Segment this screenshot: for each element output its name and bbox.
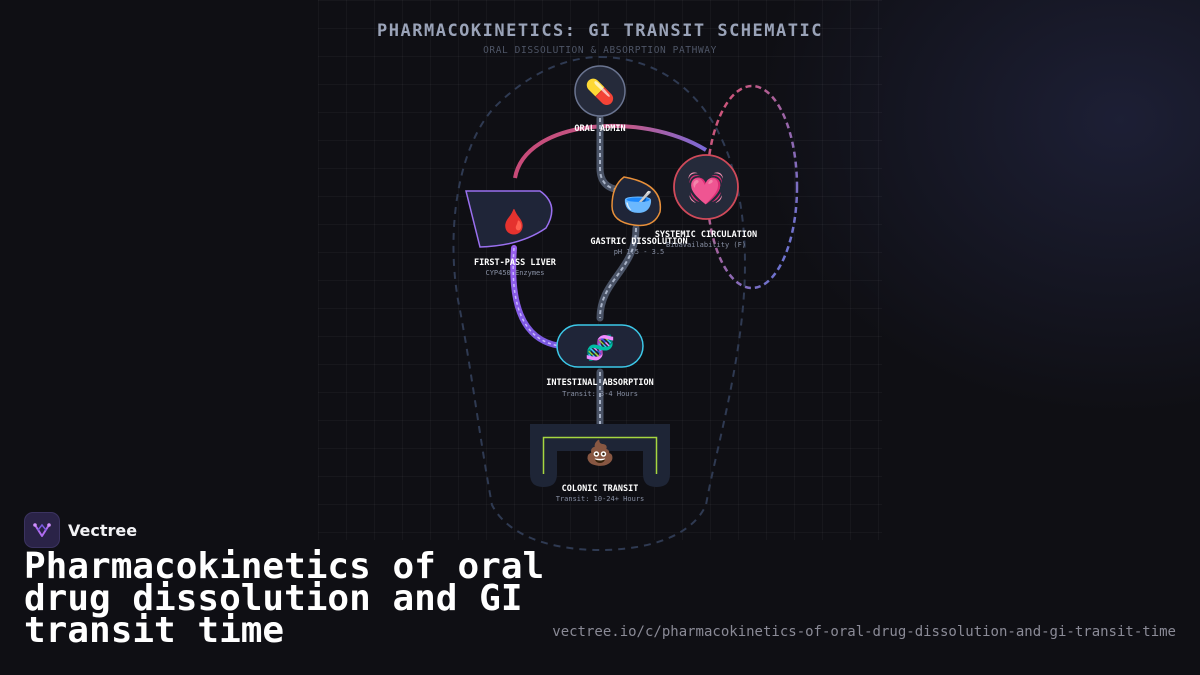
brand[interactable]: Vectree (24, 512, 137, 548)
liver-sublabel: CYP450 Enzymes (485, 269, 544, 277)
page-title: Pharmacokinetics of oral drug dissolutio… (24, 546, 545, 651)
colonic-sublabel: Transit: 10-24+ Hours (556, 495, 645, 503)
dna-icon: 🧬 (585, 333, 615, 362)
oral-admin-label: ORAL ADMIN (574, 124, 625, 134)
node-oral-admin: 💊 ORAL ADMIN (574, 65, 626, 134)
portal-arc-path (513, 123, 708, 179)
liver-label: FIRST-PASS LIVER (474, 258, 557, 268)
vectree-logo-icon (24, 512, 60, 548)
gastric-sublabel: pH 1.5 - 3.5 (614, 248, 665, 256)
node-systemic-circulation: 💓 SYSTEMIC CIRCULATION Bioavailability (… (655, 154, 757, 249)
bowl-icon: 🥣 (623, 188, 653, 216)
diagram-title: PHARMACOKINETICS: GI TRANSIT SCHEMATIC (377, 21, 823, 41)
diagram-subtitle: ORAL DISSOLUTION & ABSORPTION PATHWAY (483, 45, 717, 56)
systemic-sublabel: Bioavailability (F) (666, 241, 746, 249)
gi-pathway (596, 114, 640, 428)
node-intestinal-absorption: 🧬 INTESTINAL ABSORPTION Transit: 3-4 Hou… (546, 324, 654, 398)
page-url[interactable]: vectree.io/c/pharmacokinetics-of-oral-dr… (552, 624, 1176, 640)
brand-name: Vectree (68, 520, 138, 540)
heart-icon: 💓 (687, 170, 724, 206)
pill-icon: 💊 (585, 77, 615, 106)
systemic-label: SYSTEMIC CIRCULATION (655, 230, 757, 240)
intestinal-label: INTESTINAL ABSORPTION (546, 378, 653, 388)
blood-drop-icon: 🩸 (499, 208, 529, 236)
body-silhouette-outline (452, 55, 746, 552)
node-first-pass-liver: 🩸 FIRST-PASS LIVER CYP450 Enzymes (465, 190, 557, 277)
colonic-label: COLONIC TRANSIT (562, 484, 639, 494)
node-colonic-transit: 💩 COLONIC TRANSIT Transit: 10-24+ Hours (530, 424, 670, 503)
intestinal-sublabel: Transit: 3-4 Hours (562, 390, 638, 398)
gastric-label: GASTRIC DISSOLUTION (590, 237, 687, 247)
node-gastric-dissolution: 🥣 GASTRIC DISSOLUTION pH 1.5 - 3.5 (590, 176, 688, 256)
circulation-loop (705, 84, 799, 290)
stool-icon: 💩 (585, 439, 615, 467)
portal-vein-path (510, 245, 563, 349)
